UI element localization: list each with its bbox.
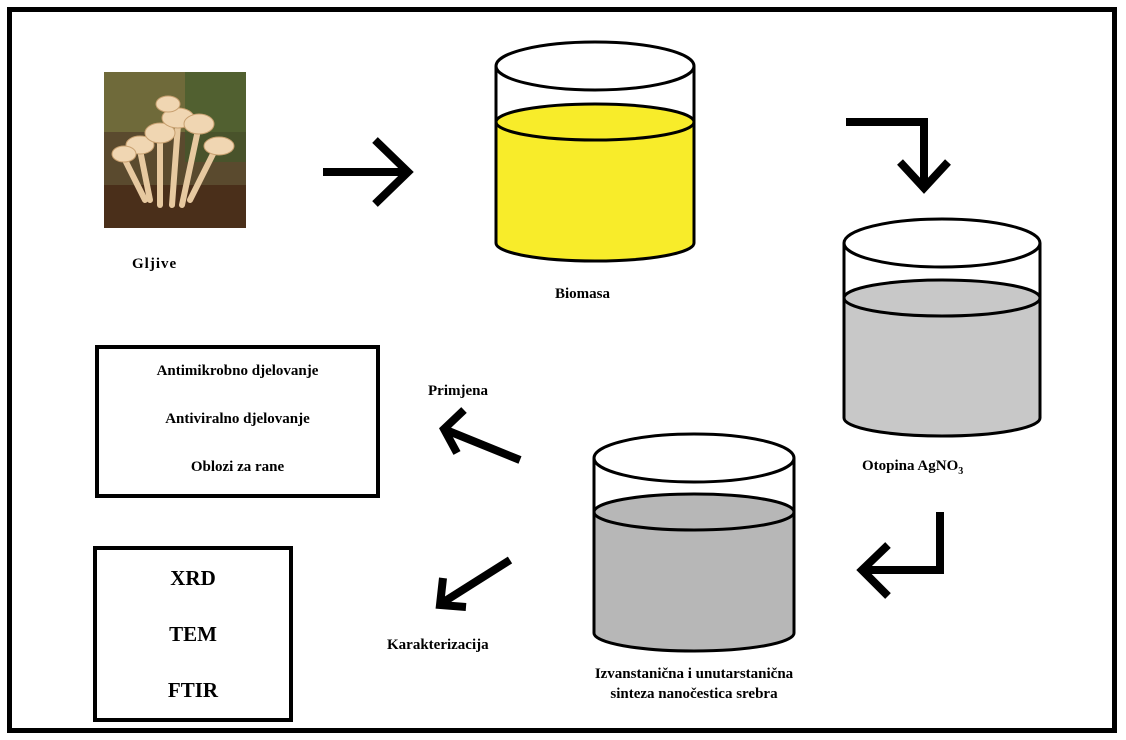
- arrow-to-characterization: [435, 556, 513, 611]
- application-item: Oblozi za rane: [190, 459, 285, 475]
- label-primjena: Primjena: [428, 383, 488, 399]
- arrow-to-applications: [439, 407, 522, 464]
- label-otopina-sub: 3: [958, 466, 964, 477]
- application-item: Antiviralno djelovanje: [165, 411, 310, 427]
- label-otopina-main: Otopina AgNO: [862, 458, 959, 474]
- characterization-item: FTIR: [167, 678, 219, 702]
- label-biomasa: Biomasa: [555, 286, 611, 302]
- application-item: Antimikrobno djelovanje: [156, 363, 319, 379]
- label-otopina: Otopina AgNO3: [862, 458, 963, 477]
- beaker-synthesis: [592, 432, 796, 653]
- mushroom-photo: [104, 72, 246, 228]
- characterization-item: XRD: [170, 566, 216, 590]
- arrow-to-biomass: [323, 137, 414, 207]
- beaker-biomass: [494, 40, 696, 263]
- applications-box: Antimikrobno djelovanje Antiviralno djel…: [95, 345, 380, 498]
- label-sinteza-line1: Izvanstanična i unutarstanična: [594, 666, 794, 682]
- characterization-item: TEM: [169, 622, 217, 646]
- beaker-agno3: [842, 217, 1042, 438]
- characterization-box: XRD TEM FTIR: [93, 546, 293, 722]
- label-sinteza-line2: sinteza nanočestica srebra: [610, 686, 778, 702]
- arrow-to-agno3: [846, 118, 951, 194]
- diagram-frame: [7, 7, 1117, 733]
- label-sinteza: Izvanstanična i unutarstanična sinteza n…: [556, 664, 832, 704]
- arrow-to-synthesis: [856, 512, 944, 599]
- label-gljive: Gljive: [132, 256, 178, 272]
- label-karakterizacija: Karakterizacija: [387, 637, 489, 653]
